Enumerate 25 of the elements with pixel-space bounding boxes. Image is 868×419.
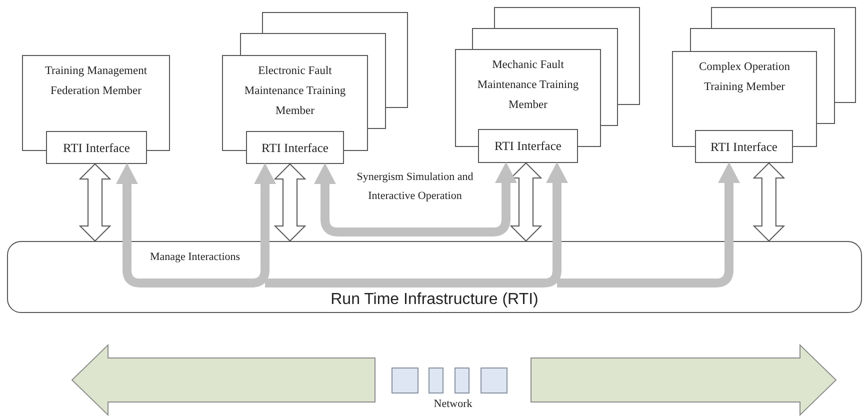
- double-arrow: [78, 163, 112, 242]
- interface-box: [478, 129, 578, 163]
- double-arrow: [752, 162, 786, 242]
- rti-box: [7, 241, 862, 313]
- interface-box: [246, 131, 344, 164]
- member-title: Electronic Fault Maintenance Training Member: [243, 64, 347, 119]
- interface-box: [46, 131, 147, 164]
- double-arrow: [510, 162, 542, 242]
- member-title: Training Management Federation Member: [44, 64, 148, 99]
- interface-label: RTI Interface: [494, 138, 562, 155]
- infrastructure-title: Run Time Infrastructure (RTI): [330, 290, 540, 310]
- interface-label: RTI Interface: [710, 139, 778, 156]
- double-arrow: [274, 163, 306, 242]
- tube-arrow: [200, 163, 276, 288]
- member-stack: [222, 12, 409, 151]
- interface-label: RTI Interface: [260, 140, 330, 157]
- member-title: Mechanic Fault Maintenance Training Member: [476, 58, 580, 113]
- member-title: Complex Operation Training Member: [698, 60, 792, 95]
- tube-arrow: [116, 163, 200, 288]
- tube-arrow: [265, 162, 568, 288]
- tube-arrow: [557, 162, 740, 288]
- interface-label: RTI Interface: [62, 140, 131, 157]
- network-label: Network: [432, 398, 474, 410]
- interface-box: [695, 130, 793, 163]
- tube-arrow: [314, 162, 517, 236]
